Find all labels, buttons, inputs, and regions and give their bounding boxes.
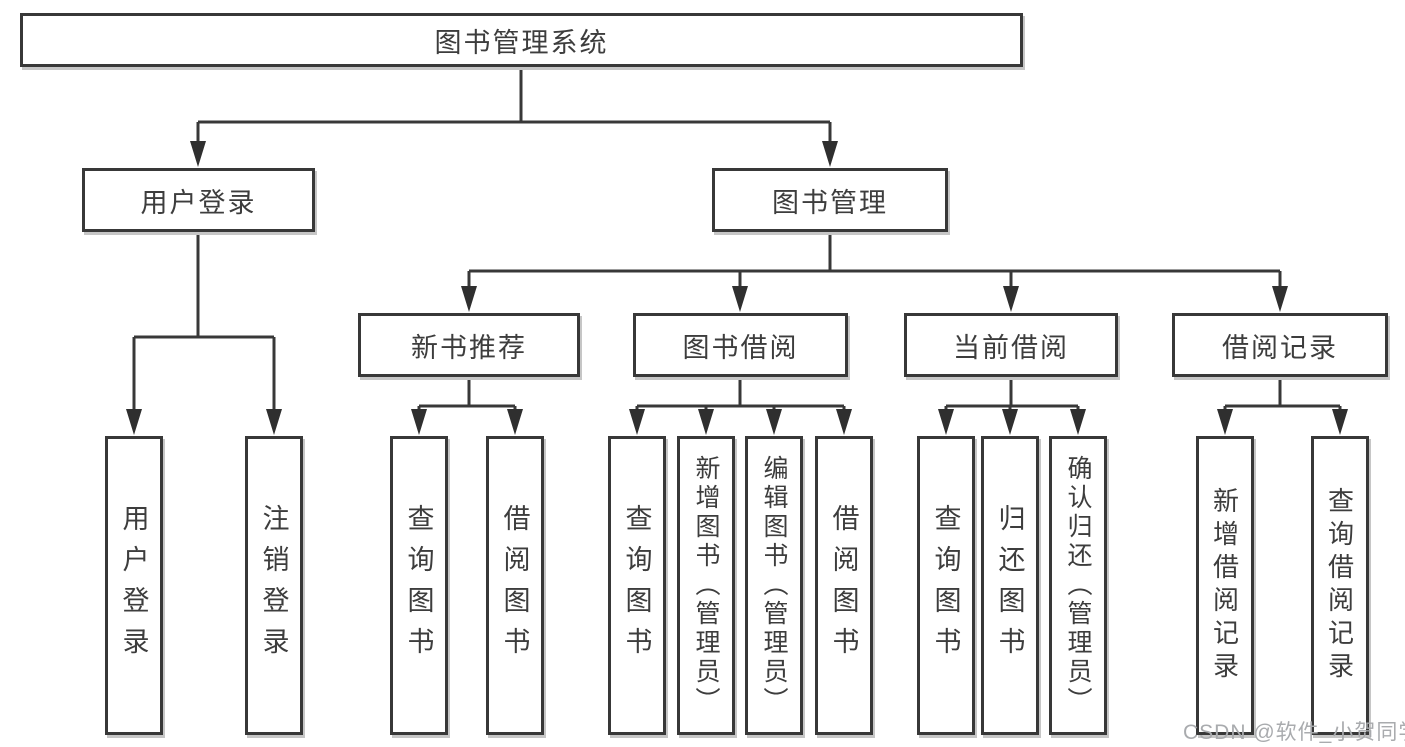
node-current-borrowing-label: 当前借阅 — [953, 332, 1069, 363]
leaf-cb-confirm-return-admin-label: 确认归还（管理员） — [1064, 455, 1092, 716]
node-borrowing-records: 借阅记录 — [1172, 313, 1388, 377]
leaf-br-query-record: 查询借阅记录 — [1311, 436, 1369, 735]
leaf-br-add-record-label: 新增借阅记录 — [1209, 486, 1240, 685]
leaf-nb-query-books: 查询图书 — [390, 436, 448, 735]
node-current-borrowing: 当前借阅 — [904, 313, 1118, 377]
node-root-system: 图书管理系统 — [20, 13, 1023, 67]
node-new-book-recommend-label: 新书推荐 — [411, 332, 527, 363]
node-book-borrowing-label: 图书借阅 — [682, 332, 799, 363]
leaf-br-add-record: 新增借阅记录 — [1196, 436, 1254, 735]
leaf-cb-return-books: 归还图书 — [981, 436, 1039, 735]
leaf-bb-add-books-admin-label: 新增图书（管理员） — [692, 455, 720, 716]
leaf-user-login-label: 用户登录 — [118, 503, 149, 668]
leaf-bb-edit-books-admin: 编辑图书（管理员） — [745, 436, 803, 735]
leaf-br-query-record-label: 查询借阅记录 — [1324, 486, 1355, 685]
leaf-logout: 注销登录 — [245, 436, 303, 735]
leaf-user-login: 用户登录 — [105, 436, 163, 735]
leaf-bb-borrow-books: 借阅图书 — [815, 436, 873, 735]
node-book-management: 图书管理 — [712, 168, 948, 232]
leaf-cb-query-books: 查询图书 — [917, 436, 975, 735]
leaf-cb-return-books-label: 归还图书 — [994, 503, 1025, 668]
leaf-logout-label: 注销登录 — [258, 503, 289, 668]
node-user-login: 用户登录 — [82, 168, 315, 232]
leaf-cb-query-books-label: 查询图书 — [930, 503, 961, 668]
node-borrowing-records-label: 借阅记录 — [1222, 332, 1338, 363]
csdn-watermark: CSDN @软件_小贺同学 — [1183, 721, 1405, 744]
leaf-nb-borrow-books-label: 借阅图书 — [499, 503, 530, 668]
leaf-bb-add-books-admin: 新增图书（管理员） — [677, 436, 735, 735]
node-root-label: 图书管理系统 — [434, 27, 609, 58]
leaf-bb-borrow-books-label: 借阅图书 — [828, 503, 859, 668]
node-user-login-label: 用户登录 — [140, 187, 257, 218]
node-book-borrowing: 图书借阅 — [633, 313, 848, 377]
leaf-cb-confirm-return-admin: 确认归还（管理员） — [1049, 436, 1107, 735]
leaf-bb-query-books-label: 查询图书 — [621, 503, 652, 668]
leaf-nb-query-books-label: 查询图书 — [403, 503, 434, 668]
leaf-bb-query-books: 查询图书 — [608, 436, 666, 735]
leaf-bb-edit-books-admin-label: 编辑图书（管理员） — [760, 455, 788, 716]
node-book-management-label: 图书管理 — [772, 187, 888, 218]
node-new-book-recommend: 新书推荐 — [358, 313, 580, 377]
leaf-nb-borrow-books: 借阅图书 — [486, 436, 544, 735]
